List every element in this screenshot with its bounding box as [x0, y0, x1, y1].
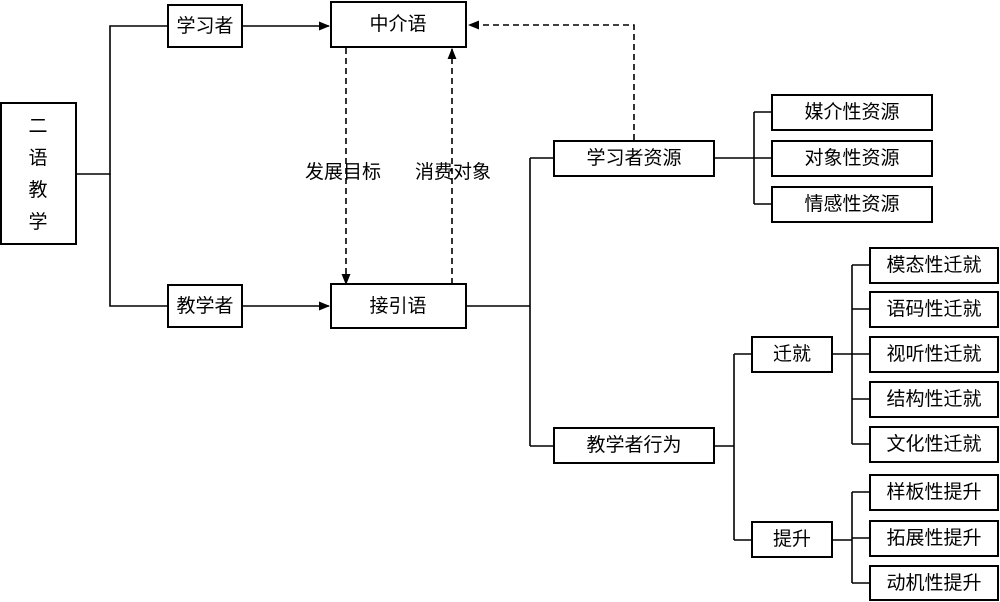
- resource-item: 对象性资源: [771, 140, 933, 177]
- root-to-teacher-line: [109, 174, 168, 307]
- resource-item-label: 对象性资源: [804, 147, 899, 169]
- resource-item-label: 情感性资源: [804, 193, 899, 215]
- root-node: 二 语 教 学: [0, 102, 77, 245]
- resource-item-label: 媒介性资源: [804, 101, 899, 123]
- interlanguage-node: 中介语: [330, 1, 467, 48]
- accommodation-node: 迁就: [751, 336, 833, 373]
- elevation-node: 提升: [751, 521, 833, 558]
- elevation-item-label: 拓展性提升: [886, 527, 981, 549]
- teacher-behavior-node: 教学者行为: [553, 427, 715, 464]
- root-char: 学: [28, 211, 47, 233]
- accommodation-item: 结构性迁就: [869, 381, 999, 418]
- learner-resources-label: 学习者资源: [586, 147, 681, 169]
- receiving-language-label: 接引语: [369, 295, 426, 317]
- elevation-item-label: 动机性提升: [886, 572, 981, 594]
- elevation-label: 提升: [773, 528, 811, 550]
- connectors: [76, 20, 870, 584]
- accommodation-item-label: 文化性迁就: [886, 433, 981, 455]
- teacher-label: 教学者: [176, 295, 233, 317]
- accommodation-item-label: 结构性迁就: [886, 388, 981, 410]
- consumption-object-label: 消费对象: [415, 161, 491, 183]
- learner-label: 学习者: [176, 15, 233, 37]
- resource-item: 情感性资源: [771, 186, 933, 223]
- accommodation-item: 视听性迁就: [869, 336, 999, 373]
- elevation-item: 样板性提升: [869, 474, 999, 511]
- accommodation-item: 文化性迁就: [869, 426, 999, 463]
- root-char: 二: [28, 115, 47, 137]
- root-char: 教: [28, 179, 47, 201]
- development-target-label: 发展目标: [305, 161, 381, 183]
- resources-to-interlanguage-arrow: [467, 20, 635, 140]
- receiving-language-node: 接引语: [330, 283, 467, 329]
- accommodation-label: 迁就: [773, 343, 811, 365]
- elevation-item-label: 样板性提升: [886, 481, 981, 503]
- elevation-item: 拓展性提升: [869, 520, 999, 557]
- learner-node: 学习者: [167, 4, 243, 48]
- accommodation-item-label: 模态性迁就: [886, 254, 981, 276]
- teacher-behavior-label: 教学者行为: [586, 434, 681, 456]
- accommodation-item-label: 视听性迁就: [886, 343, 981, 365]
- interlanguage-label: 中介语: [369, 13, 426, 35]
- teacher-node: 教学者: [167, 284, 243, 328]
- root-to-learner-line: [76, 25, 168, 175]
- root-char: 语: [28, 147, 47, 169]
- accommodation-item: 语码性迁就: [869, 291, 999, 328]
- accommodation-item: 模态性迁就: [869, 247, 999, 284]
- elevation-item: 动机性提升: [869, 565, 999, 601]
- resource-item: 媒介性资源: [771, 94, 933, 131]
- accommodation-item-label: 语码性迁就: [886, 298, 981, 320]
- learner-resources-node: 学习者资源: [553, 140, 715, 177]
